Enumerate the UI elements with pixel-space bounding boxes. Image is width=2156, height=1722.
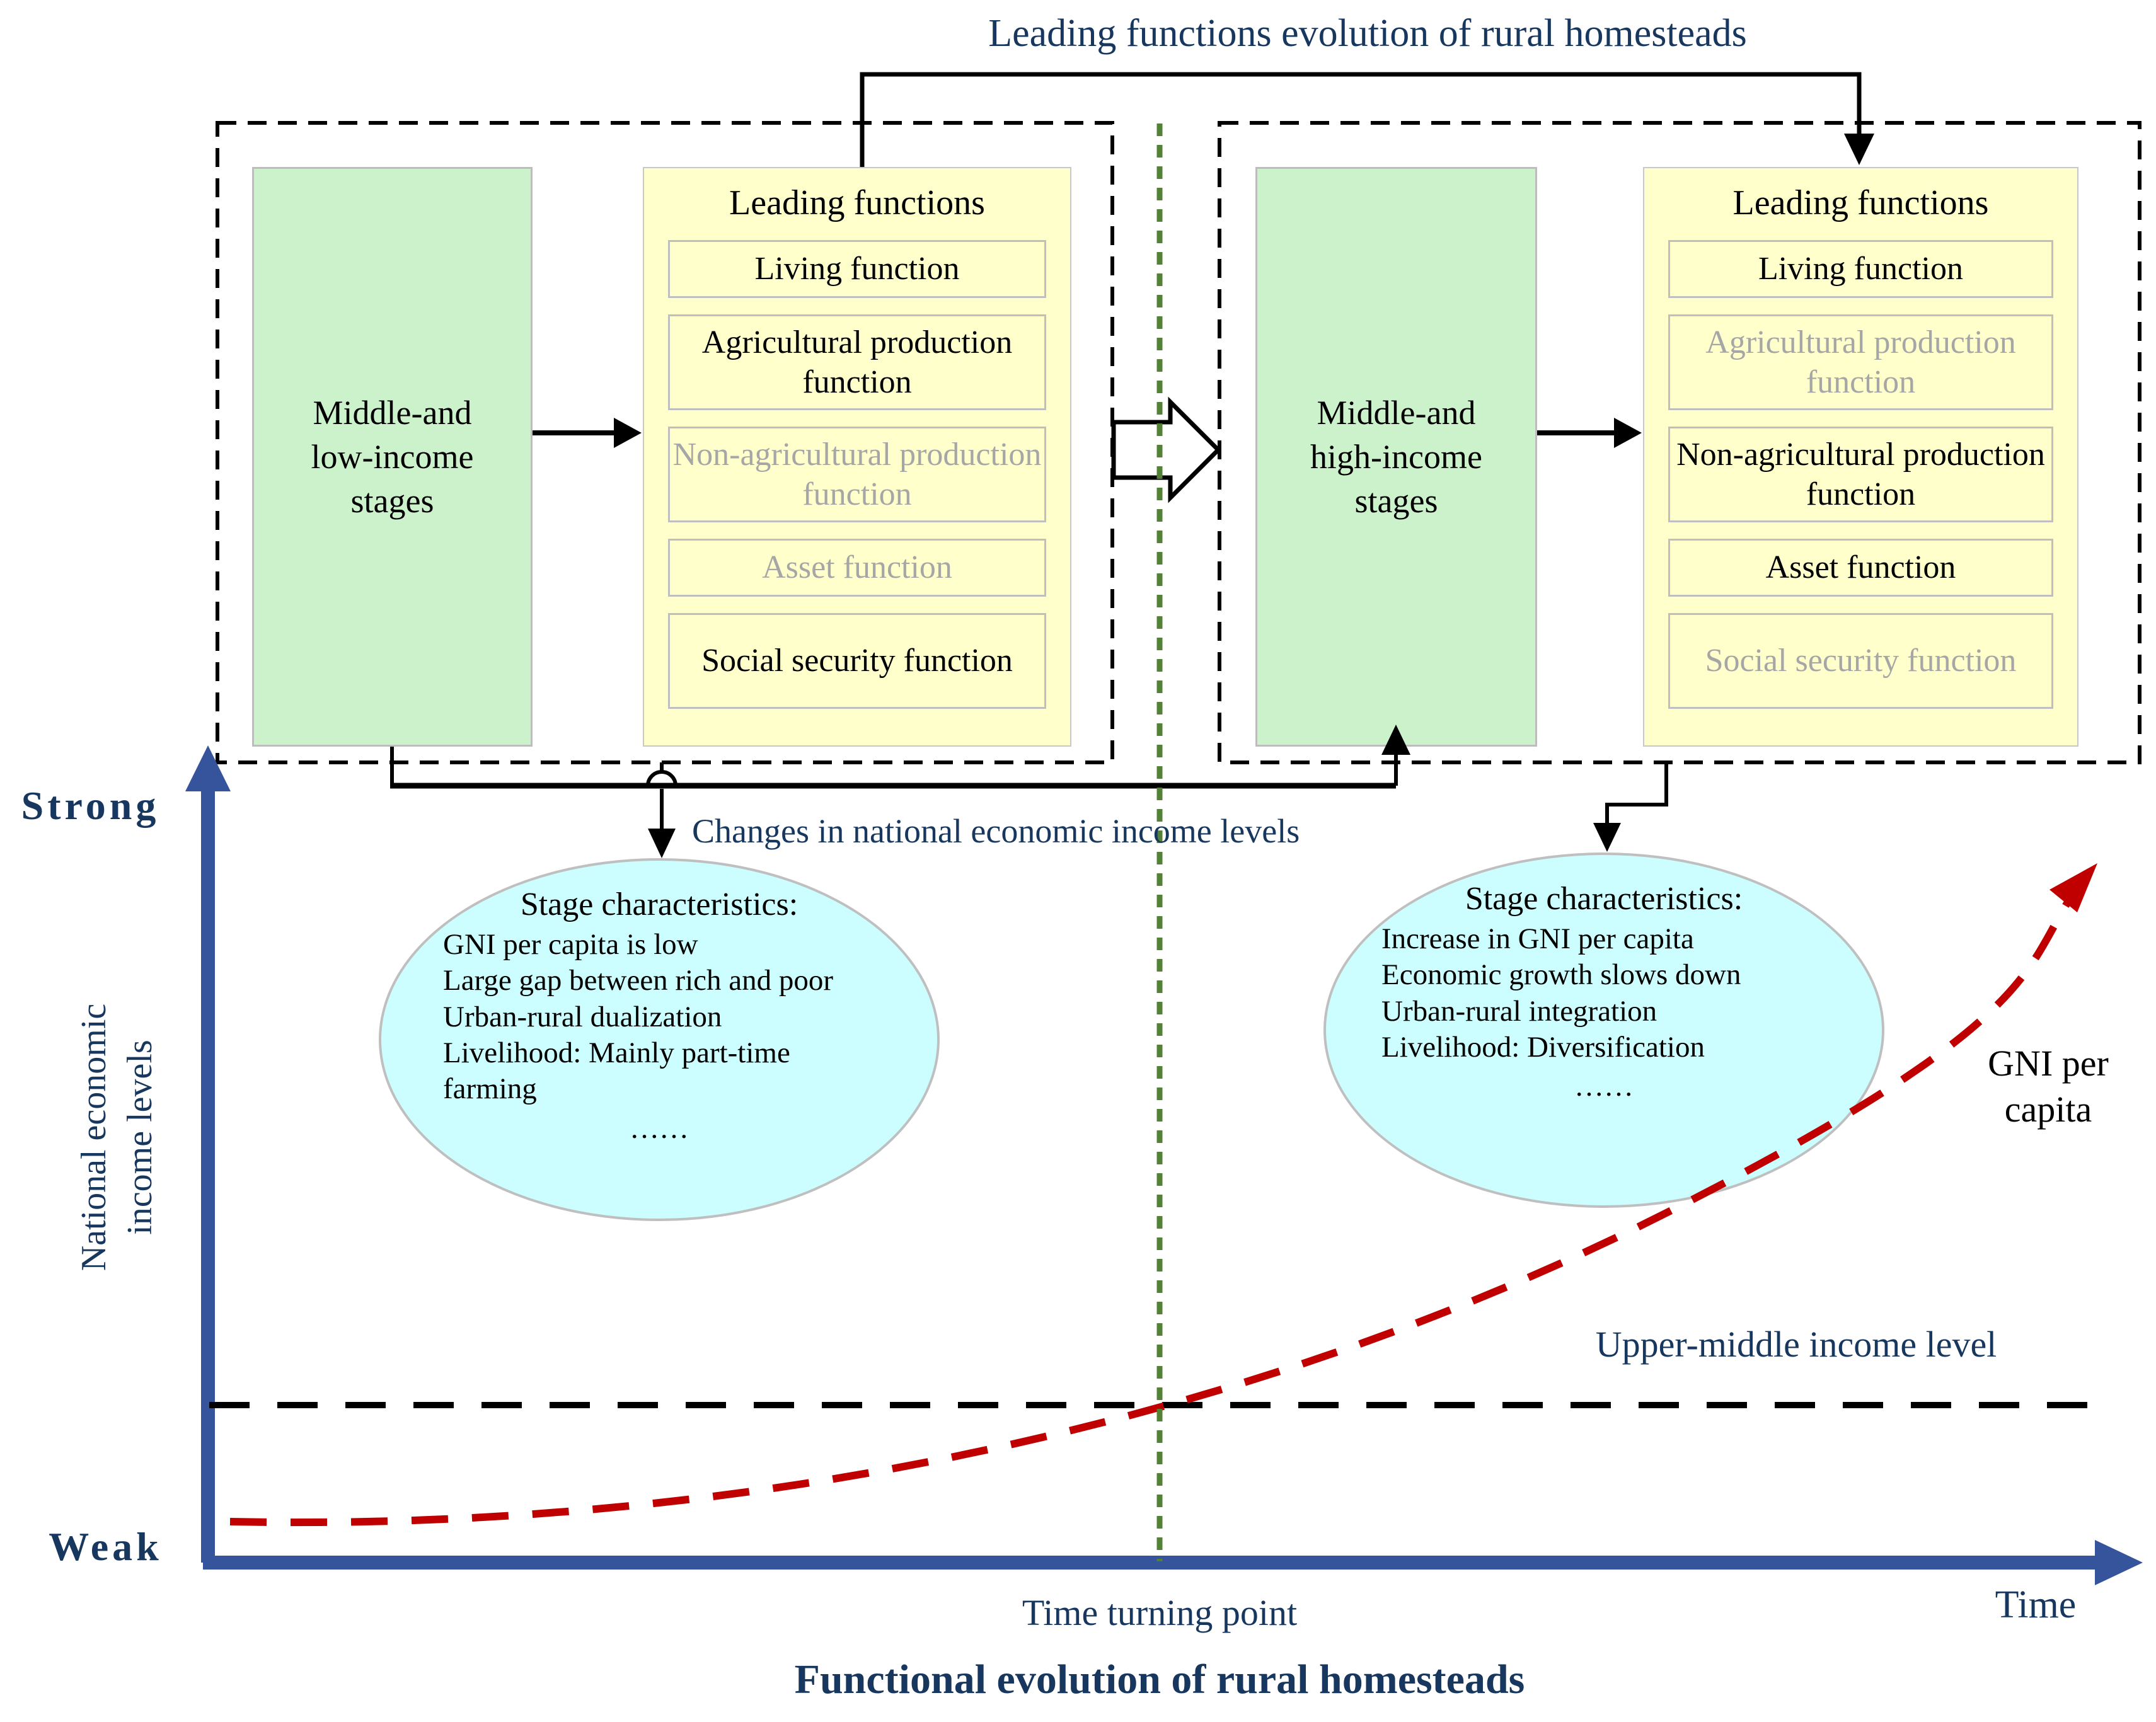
characteristic-item: Economic growth slows down [1381, 958, 1741, 992]
x-axis-label: Time [1995, 1583, 2077, 1626]
top-flow-title: Leading functions evolution of rural hom… [988, 12, 1747, 55]
function-box-asset: Asset function [1668, 539, 2053, 597]
characteristic-item: Large gap between rich and poor [443, 964, 834, 997]
y-axis-arrow-icon [185, 745, 231, 791]
bottom-title: Functional evolution of rural homesteads [794, 1656, 1525, 1702]
stage-characteristics-ellipse-left: Stage characteristics: GNI per capita is… [379, 858, 940, 1221]
gni-per-capita-curve [229, 870, 2092, 1527]
right-arrow-icon [1614, 418, 1642, 448]
y-axis-title-line2: income levels [120, 1040, 159, 1235]
characteristic-item: Livelihood: Mainly part-time farming [443, 1036, 790, 1106]
curve-label: GNI per capita [1925, 1041, 2156, 1132]
up-arrow-icon [1381, 725, 1410, 755]
function-box-non-agricultural: Non-agricultural production function [1668, 427, 2053, 522]
characteristics-ellipsis: …… [630, 1111, 689, 1145]
function-box-asset: Asset function [668, 539, 1046, 597]
right-arrow-icon [614, 418, 642, 448]
block-arrow-icon [1111, 396, 1221, 503]
stage-box-middle-high-income: Middle-and high-income stages [1255, 167, 1537, 747]
changes-label: Changes in national economic income leve… [692, 812, 1300, 850]
function-box-agricultural: Agricultural production function [668, 314, 1046, 410]
curve-label-line2: capita [2004, 1088, 2092, 1130]
down-arrow-icon [1844, 134, 1874, 165]
characteristic-item: Livelihood: Diversification [1381, 1030, 1705, 1064]
top-evolution-connector [860, 72, 1862, 167]
characteristic-item: GNI per capita is low [443, 928, 698, 961]
function-box-social-security: Social security function [1668, 613, 2053, 709]
leading-functions-panel-left: Leading functions Living function Agricu… [643, 167, 1071, 747]
turning-point-label: Time turning point [1022, 1592, 1298, 1633]
function-box-living: Living function [1668, 240, 2053, 298]
characteristics-title: Stage characteristics: [520, 887, 798, 922]
characteristics-ellipsis: …… [1574, 1070, 1634, 1103]
down-arrow-icon [648, 829, 676, 858]
curve-label-line1: GNI per [1988, 1043, 2109, 1084]
down-arrow-icon [1593, 823, 1621, 852]
stage-characteristics-ellipse-right: Stage characteristics: Increase in GNI p… [1323, 852, 1884, 1208]
function-box-agricultural: Agricultural production function [1668, 314, 2053, 410]
characteristic-item: Urban-rural dualization [443, 1000, 722, 1033]
threshold-label: Upper-middle income level [1595, 1324, 1997, 1365]
dashed-container-right [1218, 121, 2142, 764]
leading-functions-title: Leading functions [729, 183, 985, 222]
characteristic-item: Urban-rural integration [1381, 994, 1657, 1028]
leading-functions-panel-right: Leading functions Living function Agricu… [1643, 167, 2078, 747]
curve-arrow-icon [2049, 863, 2097, 912]
stage-box-label: Middle-and high-income stages [1310, 393, 1482, 520]
line-hop-arc [646, 770, 677, 786]
y-axis-weak-label: Weak [49, 1524, 163, 1569]
function-box-living: Living function [668, 240, 1046, 298]
y-axis-title-line1: National economic [74, 1003, 113, 1271]
leading-functions-title: Leading functions [1732, 183, 1989, 222]
stage-box-label: Middle-and low-income stages [311, 393, 474, 520]
function-box-non-agricultural: Non-agricultural production function [668, 427, 1046, 522]
y-axis-strong-label: Strong [21, 783, 160, 828]
characteristic-item: Increase in GNI per capita [1381, 922, 1694, 955]
x-axis-arrow-icon [2095, 1540, 2143, 1585]
right-characteristics-line [1605, 762, 1668, 825]
characteristics-title: Stage characteristics: [1465, 881, 1743, 917]
stage-box-middle-low-income: Middle-and low-income stages [252, 167, 533, 747]
y-axis-title: National economic income levels [71, 917, 168, 1358]
dashed-container-left [216, 121, 1114, 764]
function-box-social-security: Social security function [668, 613, 1046, 709]
